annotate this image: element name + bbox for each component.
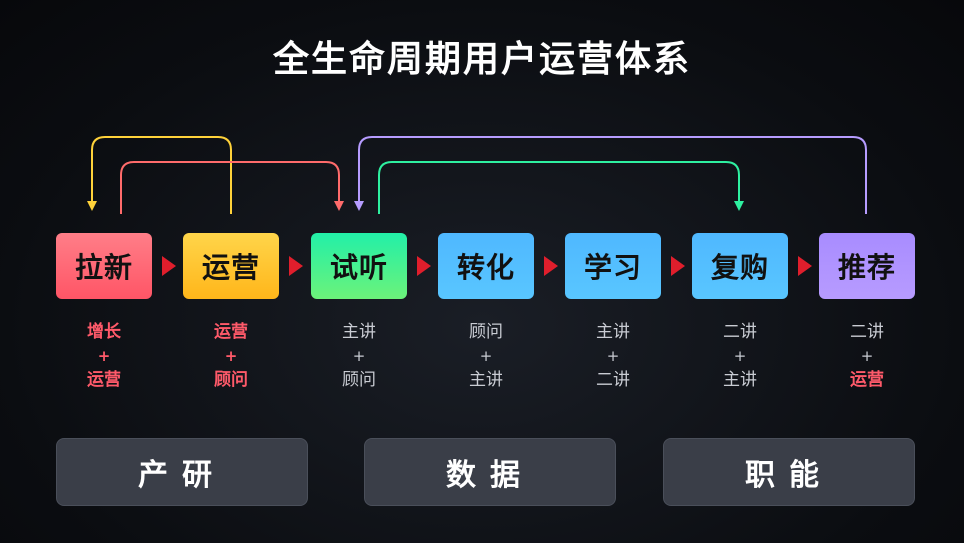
pillar-label: 职能 — [745, 458, 833, 493]
role-line: 顾问 — [469, 322, 503, 342]
stage-roles-xuexi: 主讲 + 二讲 — [565, 320, 661, 392]
role-line: 顾问 — [342, 370, 376, 390]
pillar-zhineng: 职能 — [663, 438, 915, 506]
stage-roles-yunying: 运营 + 顾问 — [183, 320, 279, 392]
pillar-chanyan: 产研 — [56, 438, 308, 506]
role-plus: + — [97, 347, 111, 365]
role-line: 主讲 — [596, 322, 630, 342]
chevron-right-icon — [289, 256, 303, 276]
stage-label: 复购 — [710, 251, 769, 284]
stage-label: 学习 — [583, 251, 642, 284]
role-line: 主讲 — [342, 322, 376, 342]
stage-roles-fugou: 二讲 + 主讲 — [692, 320, 788, 392]
role-line: 增长 — [87, 322, 121, 342]
stage-label: 试听 — [329, 251, 388, 284]
pillar-label: 数据 — [446, 458, 534, 493]
stage-box-tuijian: 推荐 — [819, 233, 915, 299]
role-plus: + — [479, 347, 493, 365]
chevron-right-icon — [671, 256, 685, 276]
role-plus: + — [860, 347, 874, 365]
pillar-shuju: 数据 — [364, 438, 616, 506]
role-line: 主讲 — [723, 370, 757, 390]
stage-box-laxin: 拉新 — [56, 233, 152, 299]
role-plus: + — [733, 347, 747, 365]
role-line: 二讲 — [850, 322, 884, 342]
arrow-tuijian-to-shiting — [354, 136, 867, 214]
stage-label: 运营 — [201, 251, 260, 284]
role-line: 运营 — [214, 322, 248, 342]
arrow-shiting-to-fugou — [378, 161, 744, 214]
chevron-right-icon — [417, 256, 431, 276]
stage-label: 拉新 — [74, 251, 133, 284]
role-plus: + — [352, 347, 366, 365]
role-line: 运营 — [850, 370, 884, 390]
page-title: 全生命周期用户运营体系 — [272, 39, 691, 80]
role-line: 主讲 — [469, 370, 503, 390]
stage-box-yunying: 运营 — [183, 233, 279, 299]
role-line: 二讲 — [723, 322, 757, 342]
role-plus: + — [224, 347, 238, 365]
pillar-label: 产研 — [138, 458, 226, 493]
role-line: 运营 — [87, 370, 121, 390]
role-line: 顾问 — [214, 370, 248, 390]
role-line: 二讲 — [596, 370, 630, 390]
stage-box-fugou: 复购 — [692, 233, 788, 299]
stage-roles-laxin: 增长 + 运营 — [56, 320, 152, 392]
stage-box-zhuanhua: 转化 — [438, 233, 534, 299]
stage-roles-tuijian: 二讲 + 运营 — [819, 320, 915, 392]
stage-box-shiting: 试听 — [311, 233, 407, 299]
stage-label: 推荐 — [837, 251, 896, 284]
stage-roles-zhuanhua: 顾问 + 主讲 — [438, 320, 534, 392]
chevron-right-icon — [544, 256, 558, 276]
chevron-right-icon — [162, 256, 176, 276]
role-plus: + — [606, 347, 620, 365]
stage-roles-shiting: 主讲 + 顾问 — [311, 320, 407, 392]
stage-box-xuexi: 学习 — [565, 233, 661, 299]
arrow-yunying-to-laxin — [87, 136, 232, 214]
arrow-laxin-to-shiting — [120, 161, 344, 214]
stage-label: 转化 — [456, 251, 515, 284]
chevron-right-icon — [798, 256, 812, 276]
